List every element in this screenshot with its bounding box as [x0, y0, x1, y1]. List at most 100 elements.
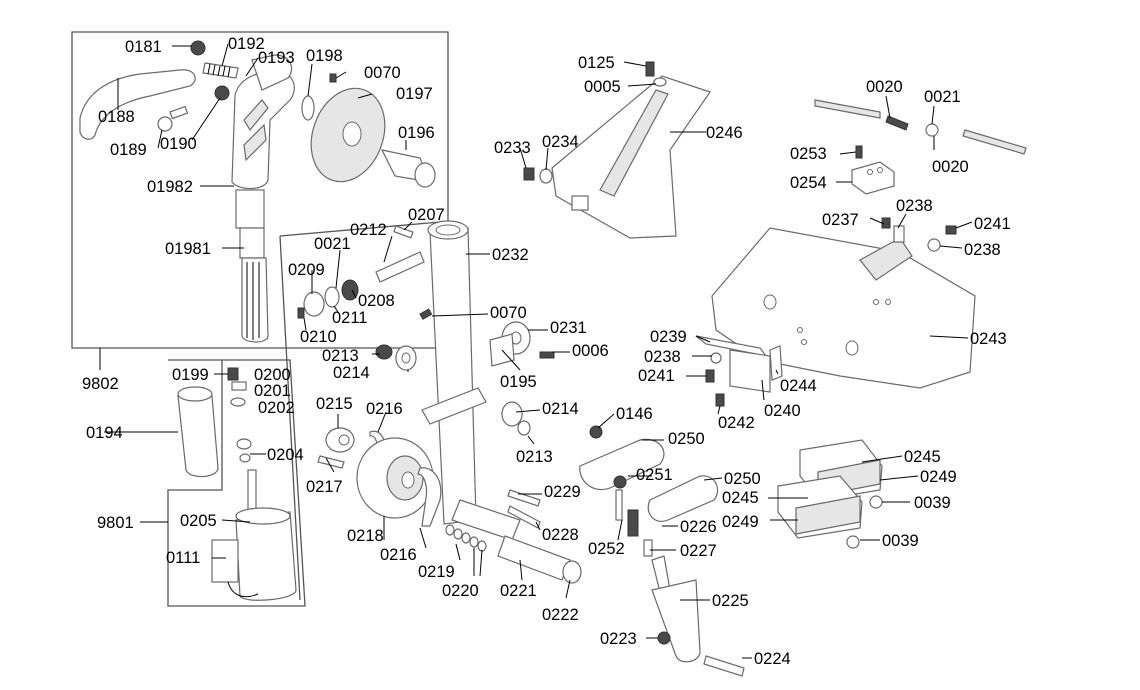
clamp-0250-bottom: [647, 475, 719, 522]
label-0215: 0215: [316, 395, 353, 413]
label-0218: 0218: [347, 527, 384, 545]
label-0229: 0229: [544, 483, 581, 501]
label-0204: 0204: [267, 446, 304, 464]
cylinder-0225: [651, 555, 701, 663]
label-0238-right: 0238: [964, 241, 1001, 259]
sleeve-0194: [177, 386, 219, 478]
spring-0227: [643, 539, 653, 557]
label-0237: 0237: [822, 211, 859, 229]
clip-0146: [589, 425, 603, 439]
bushing-0190: [214, 85, 230, 101]
label-0213-left: 0213: [322, 347, 359, 365]
hook-lever-0188: [79, 69, 196, 140]
label-0232: 0232: [492, 246, 529, 264]
label-0205: 0205: [180, 512, 217, 530]
pin-0229: [507, 489, 541, 507]
cylinder-0205: [235, 469, 297, 601]
label-0196: 0196: [398, 124, 435, 142]
label-0189: 0189: [110, 141, 147, 159]
label-0254: 0254: [790, 174, 827, 192]
pin-0212: [375, 251, 425, 283]
label-0246: 0246: [706, 124, 743, 142]
bolt-0217: [317, 455, 345, 469]
label-0208: 0208: [358, 292, 395, 310]
washer-0238-left: [710, 352, 722, 364]
nut-0223: [657, 631, 671, 645]
label-0195: 0195: [500, 373, 537, 391]
label-0021-right: 0021: [924, 88, 961, 106]
label-0198: 0198: [306, 47, 343, 65]
label-0240: 0240: [764, 402, 801, 420]
label-0210: 0210: [300, 328, 337, 346]
fitting-0200-0201: [231, 381, 247, 391]
label-0245-bottom: 0245: [722, 489, 759, 507]
part-labels: 0181 0192 0193 0198 0070 0197 0188 0196 …: [82, 35, 1011, 668]
label-0250-bottom: 0250: [724, 470, 761, 488]
label-0241-left: 0241: [638, 367, 675, 385]
washer-0238-right: [927, 238, 941, 252]
label-0245-top: 0245: [904, 448, 941, 466]
label-0216-bottom: 0216: [380, 546, 417, 564]
label-0193: 0193: [258, 49, 295, 67]
bolt-0189: [157, 105, 189, 132]
screw-0125: [645, 61, 655, 77]
label-0209: 0209: [288, 261, 325, 279]
chain-0020-left: [814, 99, 909, 131]
screw-0070-top: [329, 73, 337, 83]
label-0238-left: 0238: [644, 348, 681, 366]
label-0213-right: 0213: [516, 448, 553, 466]
bushing-0215: [325, 427, 355, 453]
label-0238-top: 0238: [896, 197, 933, 215]
label-0242: 0242: [718, 414, 755, 432]
bearing-0214-left: [395, 345, 417, 371]
label-0219: 0219: [418, 563, 455, 581]
label-0125: 0125: [578, 54, 615, 72]
nut-0021: [925, 123, 939, 137]
chain-0020-right: [962, 129, 1027, 155]
label-0020-left: 0020: [866, 78, 903, 96]
nut-0039-bottom: [846, 535, 860, 549]
nut-0181: [190, 40, 206, 56]
leader-lines: [104, 43, 973, 659]
label-0211: 0211: [332, 309, 367, 327]
clip-0244: [769, 345, 783, 381]
label-0192: 0192: [228, 35, 265, 53]
label-0005: 0005: [584, 78, 621, 96]
label-0201: 0201: [254, 382, 291, 400]
gear-hub-0218: [356, 437, 434, 519]
label-0020-right: 0020: [932, 158, 969, 176]
screw-0241-top: [945, 225, 957, 235]
ring-0198: [301, 95, 315, 121]
bolt-0210: [297, 307, 305, 319]
label-0231: 0231: [550, 319, 587, 337]
frame-shaft-group: [279, 221, 441, 237]
washer-0005: [653, 77, 667, 87]
nut-0213-right: [517, 420, 531, 436]
label-9801: 9801: [97, 514, 134, 532]
label-0070-center: 0070: [490, 304, 527, 322]
label-0226: 0226: [680, 518, 717, 536]
label-0239: 0239: [650, 328, 687, 346]
label-0111: 0111: [166, 549, 200, 567]
label-0181: 0181: [125, 38, 162, 56]
label-0251: 0251: [636, 466, 673, 484]
label-0217: 0217: [306, 478, 343, 496]
bearing-0214-right: [501, 401, 523, 427]
label-0190: 0190: [160, 135, 197, 153]
group-frame-9801: [167, 359, 306, 607]
pin-0228: [507, 505, 541, 529]
bolt-0224: [703, 655, 745, 677]
label-0216-top: 0216: [366, 400, 403, 418]
label-0197: 0197: [396, 85, 433, 103]
label-0228: 0228: [542, 526, 579, 544]
label-0234: 0234: [542, 133, 579, 151]
label-0039-top: 0039: [914, 494, 951, 512]
cap-0222: [562, 560, 582, 584]
label-0225: 0225: [712, 592, 749, 610]
label-0253: 0253: [790, 145, 827, 163]
lever-plate-0193: [251, 54, 293, 91]
block-0245-0249-bottom: [777, 475, 863, 539]
label-0220: 0220: [442, 582, 479, 600]
cap-0209: [303, 291, 325, 317]
